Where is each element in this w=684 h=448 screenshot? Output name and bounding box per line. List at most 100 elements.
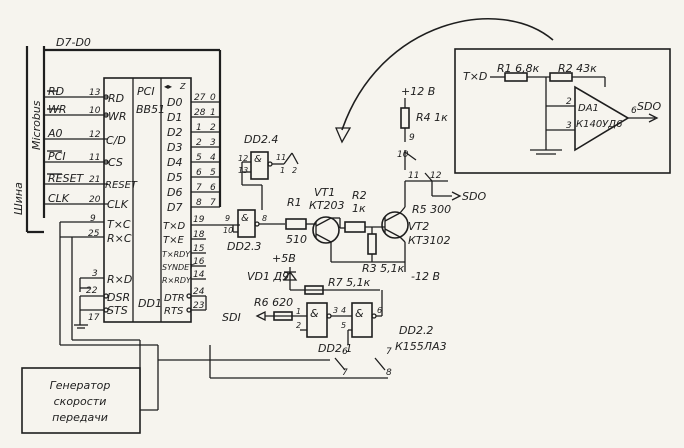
bus-signal-reset: RESET (48, 172, 85, 185)
dd1-right-pin-19: 19 (193, 215, 205, 225)
inset-da1: T×D R1 6,8к R2 43к DA1 К140УД6 2 3 6 SDO (335, 18, 671, 174)
dd1-pin-sts: STS (107, 304, 128, 317)
vt2-label: VT2 (408, 220, 429, 233)
gate-dd23-pin-10: 10 (223, 226, 233, 235)
data-bit-0: 0 (210, 93, 216, 103)
jumper-6: 7 (342, 368, 348, 378)
jumper-pin-10: 10 (397, 150, 409, 160)
bus-label-shina: Шина (12, 182, 25, 215)
inset-r2-label: R2 43к (558, 62, 597, 75)
gate-dd23-symbol: & (241, 213, 249, 224)
dd1-pin-d0: D0 (167, 96, 182, 109)
generator-box (21, 367, 141, 434)
sdi-label: SDI (222, 311, 241, 324)
gate-dd23: & DD2.3 9 10 8 (223, 209, 285, 253)
dd1-left-pin-22: 22 (86, 286, 98, 296)
dd1-pin-syndet: SYNDET (162, 263, 195, 272)
dd1-data-pin-7: 7 (196, 183, 202, 193)
dd1-pin-rxc: R×C (107, 232, 132, 245)
inset-da1-label: DA1 (578, 103, 599, 114)
bus-signal-clk: CLK (48, 192, 70, 205)
inset-pin-2: 2 (566, 97, 572, 107)
inset-frame (454, 48, 671, 174)
gate-dd21-label: DD2.1 (318, 342, 352, 355)
dd1-pin-d2: D2 (167, 126, 182, 139)
vt1-type: КТ203 (309, 199, 345, 212)
jumper-7: 7 (386, 347, 392, 357)
dd1-right-pin-14: 14 (193, 270, 205, 280)
dd1-pin-d3: D3 (167, 141, 182, 154)
data-bit-3: 3 (210, 138, 216, 148)
dd1-left-pin-9: 9 (90, 214, 96, 224)
chip-dd1-body (103, 77, 192, 323)
bus-pin-11: 11 (89, 153, 100, 163)
r4-resistor (400, 107, 410, 129)
inset-opamp (574, 85, 630, 152)
dd1-pin-cs: CS (108, 156, 123, 169)
r4-label: R4 1к (416, 111, 448, 124)
gate-dd21-pin-1: 1 (296, 307, 301, 316)
dd1-data-pin-28: 28 (194, 108, 206, 118)
transistor-stage: R1 510 VT1 КТ203 R2 1к R3 5,1к VT2 КТ310… (247, 85, 486, 295)
data-bit-5: 5 (210, 168, 216, 178)
dd1-data-pin-1: 1 (196, 123, 202, 133)
vt2-transistor (381, 211, 409, 239)
vt2-type: КТ3102 (408, 234, 451, 247)
chip-dd1-type1: PCI (137, 85, 155, 98)
dd1-right-pin-23: 23 (193, 301, 205, 311)
jumper-pin-11: 11 (408, 171, 419, 181)
gate-dd23-label: DD2.3 (227, 240, 261, 253)
data-bit-7: 7 (210, 198, 216, 208)
dd1-right-pin-15: 15 (193, 244, 205, 254)
gate-dd2-type: К155ЛА3 (395, 340, 447, 353)
r1-label: R1 (287, 196, 302, 209)
r2-resistor (344, 221, 366, 233)
rate-jumpers: 6 7 7 8 (158, 345, 392, 379)
dd1-pin-d6: D6 (167, 186, 182, 199)
chip-dd1-name: DD1 (138, 297, 162, 310)
bus-signal-a0: A0 (47, 127, 63, 140)
dd1-pin-rd: RD (108, 92, 124, 105)
generator-line-2: скорости (54, 395, 107, 408)
dd1-data-pin-5: 5 (196, 153, 202, 163)
bus-signal-wr: WR (48, 103, 67, 116)
bus-signal-rd: RD (48, 85, 64, 98)
dd1-right-wiring: 19 18 15 16 14 24 23 (191, 215, 240, 311)
chip-dd1-type2: BB51 (136, 103, 165, 116)
r7-resistor (304, 285, 324, 295)
dd1-pin-txc: T×C (107, 218, 131, 231)
bus-signals: RD WR A0 PCI RESET CLK 13 10 12 11 21 20 (44, 85, 108, 205)
plus12-label: +12 В (401, 85, 435, 98)
gate-dd21-symbol: & (310, 307, 319, 320)
chip-dd1: PCI BB51 DD1 ◂▸ Z RD WR C/D CS RESET CLK… (103, 77, 195, 323)
r6-resistor (273, 311, 293, 321)
r2-label: R2 (352, 189, 367, 202)
vt1-transistor (312, 216, 340, 244)
gate-dd22-label: DD2.2 (399, 324, 433, 337)
data-bit-4: 4 (210, 153, 216, 163)
plus5-label: +5В (272, 252, 296, 265)
dd1-data-pin-27: 27 (194, 93, 206, 103)
dd1-right-pin-24: 24 (193, 287, 205, 297)
gate-dd22-body (351, 302, 373, 338)
chip-dd1-bus-arrows: ◂▸ (164, 82, 172, 91)
chip-dd1-bus-mark: Z (179, 82, 186, 91)
data-bit-1: 1 (210, 108, 216, 118)
generator-line-1: Генератор (50, 379, 111, 392)
r1-value: 510 (286, 233, 307, 246)
bus-block: D7-D0 Шина Microbus (12, 36, 222, 234)
sdi-output: R6 620 SDI (222, 296, 300, 324)
gate-dd24-pin-11: 11 (276, 153, 286, 162)
dd1-pin-d1: D1 (167, 111, 182, 124)
inset-r1-label: R1 6,8к (497, 62, 540, 75)
r2-value: 1к (352, 202, 366, 215)
bus-pin-12: 12 (89, 130, 101, 140)
jumper-pin-12: 12 (430, 171, 442, 181)
dd1-pin-reset: RESET (105, 180, 138, 191)
bus-signal-pci: PCI (48, 150, 66, 163)
gate-dd22-pin-6: 6 (377, 306, 382, 315)
dd1-pin-d4: D4 (167, 156, 182, 169)
gate-dd24-label: DD2.4 (244, 133, 278, 146)
bus-label-microbus: Microbus (30, 100, 43, 150)
gate-dd23-pin-9: 9 (225, 214, 230, 223)
